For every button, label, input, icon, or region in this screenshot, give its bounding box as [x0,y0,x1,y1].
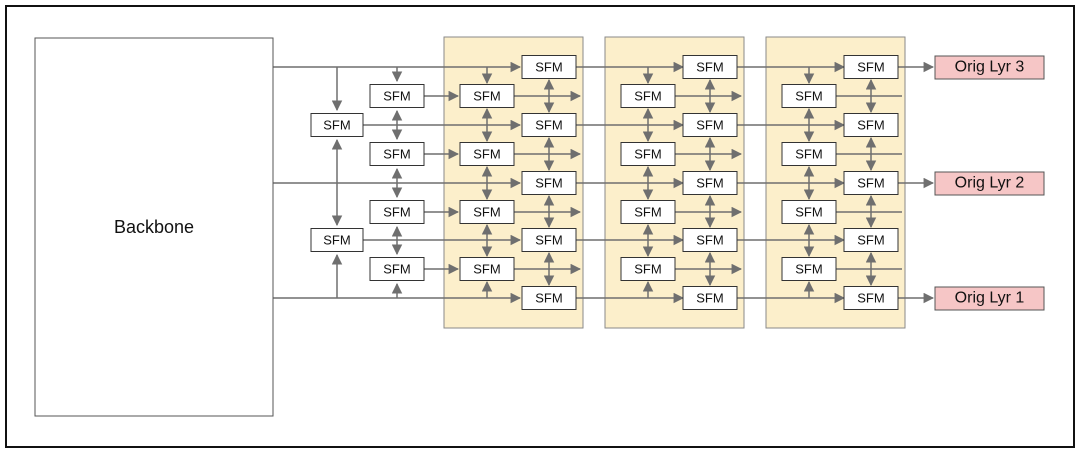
sfm-box-level-1 [369,200,425,224]
sfm-box-stage-1 [459,84,515,108]
sfm-box-stage-3 [781,142,837,166]
sfm-box-stage-2 [682,228,738,252]
backbone-box [34,37,274,417]
sfm-box-stage-3 [843,286,899,310]
sfm-box-stage-3 [843,113,899,137]
sfm-label: SFM [696,118,723,133]
sfm-label: SFM [857,118,884,133]
sfm-box-stage-3 [843,228,899,252]
sfm-label: SFM [857,176,884,191]
sfm-label: SFM [473,262,500,277]
sfm-label: SFM [696,291,723,306]
sfm-label: SFM [535,233,562,248]
sfm-label: SFM [383,205,410,220]
sfm-label: SFM [857,233,884,248]
sfm-box-level-1 [369,84,425,108]
backbone-label: Backbone [114,217,194,237]
sfm-label: SFM [857,60,884,75]
output-label-bottom: Orig Lyr 1 [955,290,1025,307]
sfm-box-stage-1 [459,142,515,166]
sfm-box-stage-3 [843,55,899,79]
sfm-label: SFM [383,147,410,162]
sfm-label: SFM [473,205,500,220]
sfm-label: SFM [383,262,410,277]
sfm-box-stage-3 [781,200,837,224]
sfm-box-fusion-lower [310,228,364,252]
sfm-label: SFM [323,118,350,133]
sfm-box-stage-1 [521,228,577,252]
output-box-top [934,55,1045,80]
sfm-box-stage-2 [682,55,738,79]
sfm-box-stage-1 [459,200,515,224]
sfm-label: SFM [473,89,500,104]
output-label-top: Orig Lyr 3 [955,59,1025,76]
sfm-label: SFM [696,233,723,248]
sfm-label: SFM [795,89,822,104]
sfm-box-fusion-upper [310,113,364,137]
sfm-label: SFM [535,118,562,133]
output-box-middle [934,171,1045,196]
sfm-box-stage-2 [620,142,676,166]
sfm-box-stage-3 [781,84,837,108]
sfm-box-stage-1 [521,113,577,137]
sfm-label: SFM [535,176,562,191]
sfm-box-stage-2 [682,113,738,137]
sfm-box-stage-1 [521,286,577,310]
sfm-label: SFM [634,147,661,162]
sfm-label: SFM [634,89,661,104]
sfm-label: SFM [696,60,723,75]
sfm-label: SFM [696,176,723,191]
sfm-label: SFM [383,89,410,104]
sfm-label: SFM [795,205,822,220]
sfm-label: SFM [634,205,661,220]
sfm-label: SFM [634,262,661,277]
sfm-label: SFM [795,262,822,277]
sfm-label: SFM [473,147,500,162]
sfm-box-stage-1 [521,171,577,195]
sfm-label: SFM [795,147,822,162]
sfm-box-stage-2 [620,257,676,281]
sfm-box-stage-2 [620,84,676,108]
sfm-box-stage-3 [781,257,837,281]
sfm-box-stage-2 [682,171,738,195]
sfm-box-stage-1 [459,257,515,281]
sfm-label: SFM [323,233,350,248]
output-label-middle: Orig Lyr 2 [955,175,1025,192]
sfm-label: SFM [535,60,562,75]
sfm-box-stage-2 [682,286,738,310]
output-box-bottom [934,286,1045,311]
sfm-box-level-1 [369,257,425,281]
sfm-box-stage-1 [521,55,577,79]
sfm-box-stage-3 [843,171,899,195]
sfm-box-level-1 [369,142,425,166]
sfm-label: SFM [857,291,884,306]
sfm-box-stage-2 [620,200,676,224]
sfm-label: SFM [535,291,562,306]
